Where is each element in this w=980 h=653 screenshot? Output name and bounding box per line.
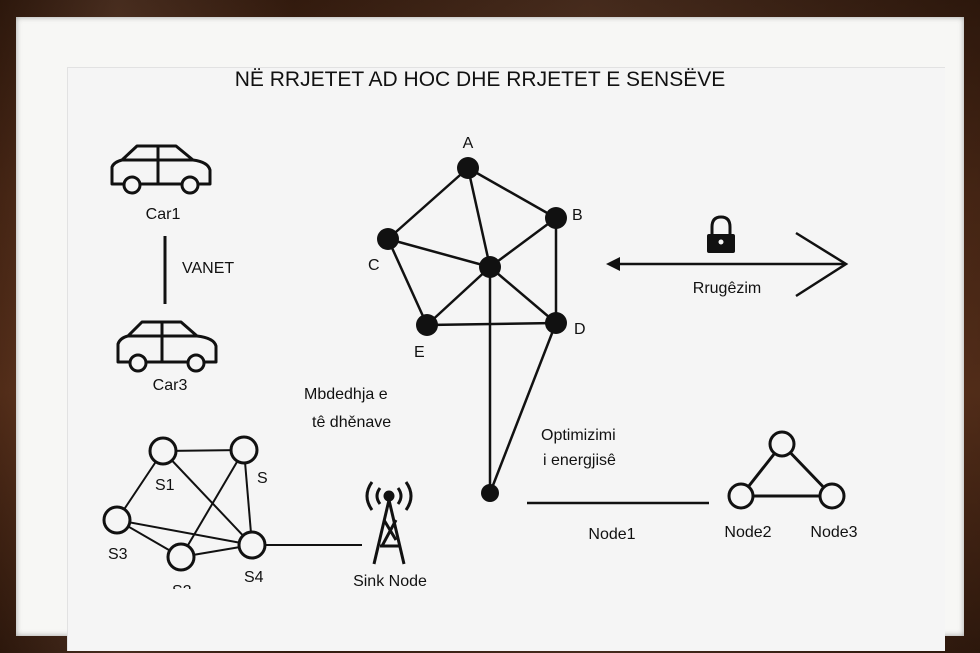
triangle-nodes <box>727 430 846 510</box>
sensor-label-s3: S3 <box>108 546 128 563</box>
car-bottom-icon <box>116 320 218 373</box>
sink-node-label: Sink Node <box>353 573 427 590</box>
car-bottom-label: Car3 <box>153 377 188 394</box>
routing-arrow <box>610 231 849 298</box>
routing-label: Rrugêzim <box>693 280 761 297</box>
diagram-canvas <box>67 67 945 651</box>
data-collection-line2: tê dhěnave <box>312 414 391 431</box>
sensor-node-s1 <box>148 436 178 466</box>
mesh-label-b: B <box>572 207 583 224</box>
sensor-node-s2 <box>166 542 196 572</box>
mesh-label-c: C <box>368 257 380 274</box>
mesh-edges <box>386 166 558 494</box>
antenna-tower-icon <box>365 481 413 565</box>
lock-icon <box>707 215 735 253</box>
mesh-node-bottom <box>481 484 499 502</box>
sensor-nodes <box>102 435 267 572</box>
energy-line1: Optimizimi <box>541 427 616 444</box>
node3-label: Node3 <box>810 524 857 541</box>
mesh-node-a <box>457 157 479 179</box>
sensor-label-s: S <box>257 470 268 487</box>
triangle-node-left <box>727 482 755 510</box>
car-top-label: Car1 <box>146 206 181 223</box>
mesh-node-e <box>416 314 438 336</box>
mesh-label-d: D <box>574 321 586 338</box>
sensor-node-s4 <box>237 530 267 560</box>
triangle-node-right <box>818 482 846 510</box>
sensor-label-s2: S2 <box>172 583 192 600</box>
mesh-node-center <box>479 256 501 278</box>
sensor-node-s <box>229 435 259 465</box>
sensor-node-s3 <box>102 505 132 535</box>
energy-line2: i energjisê <box>543 452 616 469</box>
sensor-label-s1: S1 <box>155 477 175 494</box>
data-collection-line1: Mbdedhja e <box>304 386 388 403</box>
sensor-label-s4: S4 <box>244 569 264 586</box>
node2-label: Node2 <box>724 524 771 541</box>
mesh-node-b <box>545 207 567 229</box>
diagram-title: NË RRJETET AD HOC DHE RRJETET E SENSËVE <box>235 68 726 91</box>
mesh-label-a: A <box>463 135 474 152</box>
car-top-icon <box>110 144 212 195</box>
node1-label: Node1 <box>588 526 635 543</box>
mesh-nodes <box>377 157 567 502</box>
vanet-label: VANET <box>182 260 234 277</box>
mesh-label-e: E <box>414 344 425 361</box>
mesh-node-d <box>545 312 567 334</box>
mesh-node-c <box>377 228 399 250</box>
triangle-node-top <box>768 430 796 458</box>
routing-arrowhead-left <box>606 257 620 271</box>
